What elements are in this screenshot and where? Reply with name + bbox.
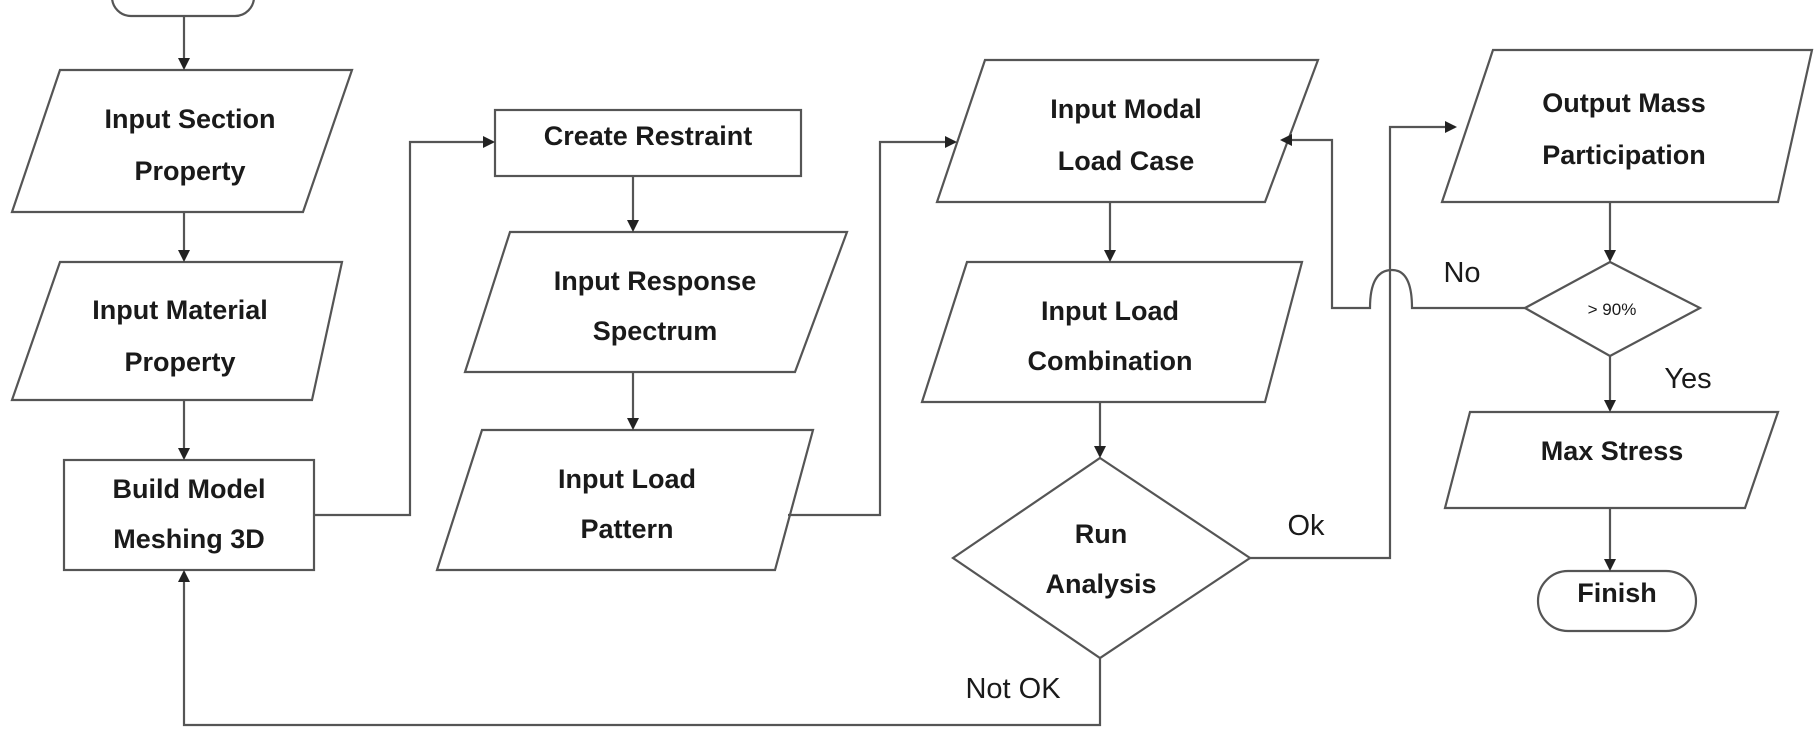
run-analysis-line1: Run bbox=[1075, 519, 1127, 549]
run-analysis-line2: Analysis bbox=[1045, 569, 1156, 599]
output-mass-participation-line2: Participation bbox=[1542, 140, 1706, 170]
arrow-build-to-restraint bbox=[314, 136, 495, 517]
max-stress-node: Max Stress bbox=[1443, 410, 1780, 510]
input-response-spectrum-node: Input Response Spectrum bbox=[463, 230, 849, 374]
input-modal-load-case-line2: Load Case bbox=[1058, 146, 1195, 176]
output-mass-participation-line1: Output Mass bbox=[1542, 88, 1706, 118]
edge-label-not-ok: Not OK bbox=[965, 673, 1061, 705]
build-model-line2: Meshing 3D bbox=[113, 524, 265, 554]
max-stress-label: Max Stress bbox=[1541, 436, 1684, 466]
input-load-combination-line1: Input Load bbox=[1041, 296, 1179, 326]
run-analysis-decision: Run Analysis bbox=[951, 456, 1252, 660]
start-node bbox=[111, 0, 255, 18]
input-response-spectrum-line2: Spectrum bbox=[593, 316, 718, 346]
input-modal-load-case-line1: Input Modal bbox=[1050, 94, 1201, 124]
input-section-property-line1: Input Section bbox=[105, 104, 276, 134]
input-section-property-node: Input Section Property bbox=[10, 68, 354, 214]
build-model-line1: Build Model bbox=[113, 474, 266, 504]
arrow-run-notok-to-build bbox=[178, 570, 1102, 727]
input-load-pattern-line1: Input Load bbox=[558, 464, 696, 494]
output-mass-participation-node: Output Mass Participation bbox=[1440, 48, 1814, 204]
create-restraint-label: Create Restraint bbox=[544, 121, 753, 151]
input-response-spectrum-line1: Input Response bbox=[554, 266, 757, 296]
mass-check-decision: > 90% bbox=[1522, 260, 1703, 358]
build-model-node: Build Model Meshing 3D bbox=[62, 458, 316, 572]
input-load-pattern-node: Input Load Pattern bbox=[435, 428, 815, 572]
input-material-property-node: Input Material Property bbox=[10, 260, 344, 402]
input-section-property-line2: Property bbox=[134, 156, 245, 186]
arrow-check-no-to-modal bbox=[1280, 134, 1525, 310]
create-restraint-node: Create Restraint bbox=[493, 108, 803, 178]
input-material-property-line2: Property bbox=[124, 347, 235, 377]
edge-label-ok: Ok bbox=[1287, 510, 1325, 542]
input-modal-load-case-node: Input Modal Load Case bbox=[935, 58, 1320, 204]
arrow-pattern-to-modal bbox=[788, 136, 957, 517]
mass-check-label: > 90% bbox=[1588, 300, 1637, 319]
input-load-pattern-line2: Pattern bbox=[580, 514, 673, 544]
input-load-combination-node: Input Load Combination bbox=[920, 260, 1304, 404]
input-material-property-line1: Input Material bbox=[92, 295, 268, 325]
edge-label-no: No bbox=[1443, 257, 1480, 289]
input-load-combination-line2: Combination bbox=[1028, 346, 1193, 376]
arrow-run-ok-to-output bbox=[1250, 121, 1457, 560]
finish-node: Finish bbox=[1536, 569, 1698, 633]
edge-label-yes: Yes bbox=[1664, 363, 1711, 395]
finish-label: Finish bbox=[1577, 578, 1657, 608]
